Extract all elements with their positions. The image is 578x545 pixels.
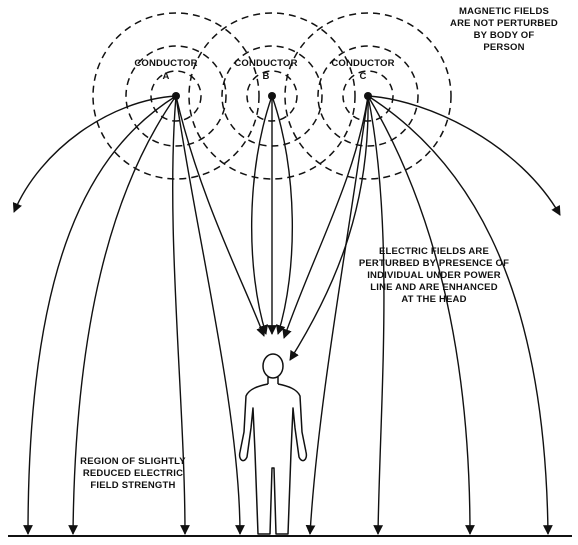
electric-note-line: AT THE HEAD	[401, 294, 466, 305]
electric-field-lines	[12, 95, 561, 535]
region-note-line: REGION OF SLIGHTLY	[80, 456, 186, 467]
electric-fields-note: ELECTRIC FIELDS ARE PERTURBED BY PRESENC…	[359, 246, 509, 305]
magnetic-fields-note: MAGNETIC FIELDS ARE NOT PERTURBED BY BOD…	[450, 6, 558, 53]
conductor-b-label: CONDUCTOR	[234, 58, 297, 69]
magnetic-note-line: PERSON	[483, 42, 524, 53]
region-note-line: REDUCED ELECTRIC	[83, 468, 183, 479]
conductor-b-letter: B	[262, 71, 269, 82]
conductor-c-letter: C	[359, 71, 366, 82]
electric-note-line: INDIVIDUAL UNDER POWER	[367, 270, 501, 281]
region-note-line: FIELD STRENGTH	[90, 480, 175, 491]
electric-note-line: ELECTRIC FIELDS ARE	[379, 246, 489, 257]
magnetic-note-line: MAGNETIC FIELDS	[459, 6, 549, 17]
person-figure	[238, 353, 308, 535]
conductor-a-label: CONDUCTOR	[134, 58, 197, 69]
magnetic-note-line: BY BODY OF	[474, 30, 535, 41]
electric-note-line: LINE AND ARE ENHANCED	[370, 282, 498, 293]
conductor-a-letter: A	[162, 71, 169, 82]
electric-note-line: PERTURBED BY PRESENCE OF	[359, 258, 509, 269]
magnetic-note-line: ARE NOT PERTURBED	[450, 18, 558, 29]
conductor-c-label: CONDUCTOR	[331, 58, 394, 69]
reduced-field-region-note: REGION OF SLIGHTLY REDUCED ELECTRIC FIEL…	[80, 456, 186, 491]
